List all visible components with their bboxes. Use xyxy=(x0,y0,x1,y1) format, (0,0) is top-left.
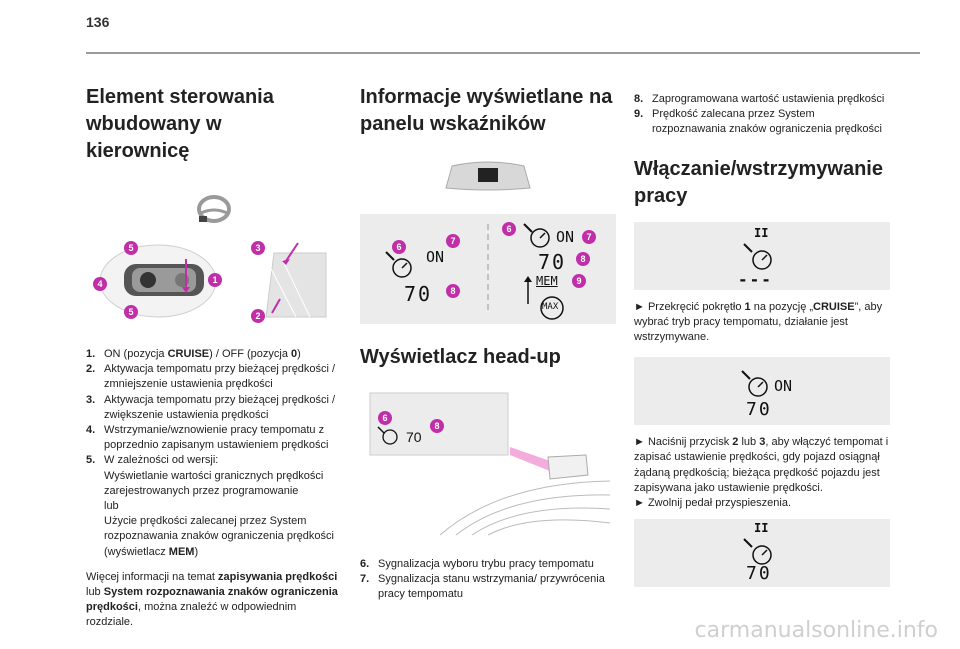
panel-speed-value: 70 xyxy=(404,282,433,306)
callout-7-left: 7 xyxy=(446,234,460,248)
pause-symbol: II xyxy=(754,225,769,240)
list-item: 9.Prędkość zalecana przez System rozpozn… xyxy=(634,108,882,136)
callout-1: 1 xyxy=(208,273,222,287)
hud-speed-value: 70 xyxy=(406,429,422,445)
column-instrument-panel: Informacje wyświetlane na panelu wskaźni… xyxy=(360,84,616,603)
panel-on-label: ON xyxy=(426,248,445,266)
list-item: 1.ON (pozycja CRUISE) / OFF (pozycja 0) xyxy=(86,348,301,360)
section-heading-head-up: Wyświetlacz head-up xyxy=(360,346,561,368)
step-turn-dial: ► Przekręcić pokrętło 1 na pozycję „CRUI… xyxy=(634,300,883,344)
head-up-display-figure: 70 6 8 xyxy=(360,385,616,545)
standby-display-figure: II --- xyxy=(634,221,890,290)
callout-8-left: 8 xyxy=(446,284,460,298)
paused-display-figure: II 70 xyxy=(634,519,890,588)
panel-max-label: MAX xyxy=(542,302,559,312)
instrument-cluster-icon xyxy=(360,156,616,196)
step-press-button: ► Naciśnij przycisk 2 lub 3, aby włączyć… xyxy=(634,436,889,494)
hud-callout-6: 6 xyxy=(378,411,392,425)
step-release-pedal: ► Zwolnij pedał przyspieszenia. xyxy=(634,497,792,510)
active-display-figure: ON 70 xyxy=(634,357,890,426)
callout-6-right: 6 xyxy=(502,222,516,236)
callout-2: 2 xyxy=(251,309,265,323)
callout-3: 3 xyxy=(251,241,265,255)
callout-4: 4 xyxy=(93,277,107,291)
display-items-list-continued: 8.Zaprogramowana wartość ustawienia pręd… xyxy=(634,92,890,138)
callout-7-right: 7 xyxy=(582,230,596,244)
panel-display-figure: ON 70 ON 70 MEM MAX 6 7 8 6 7 8 9 xyxy=(360,214,616,324)
control-items-list: 1.ON (pozycja CRUISE) / OFF (pozycja 0) … xyxy=(86,347,342,560)
active-on-label: ON xyxy=(774,377,793,396)
cruise-stalk-figure: 5 4 5 1 3 2 xyxy=(86,239,342,327)
display-items-list: 6.Sygnalizacja wyboru trybu pracy tempom… xyxy=(360,557,616,603)
list-item: 3.Aktywacja tempomatu przy bieżącej pręd… xyxy=(86,393,336,421)
callout-5-top: 5 xyxy=(124,241,138,255)
list-item: 6.Sygnalizacja wyboru trybu pracy tempom… xyxy=(360,558,594,570)
section-heading-steering-control: Element sterowania wbudowany w kierownic… xyxy=(86,86,274,162)
list-item: 2.Aktywacja tempomatu przy bieżącej pręd… xyxy=(86,363,336,391)
more-info-paragraph: Więcej informacji na temat zapisywania p… xyxy=(86,570,338,629)
callout-9: 9 xyxy=(572,274,586,288)
panel-on-label-right: ON xyxy=(556,228,575,246)
list-item: 8.Zaprogramowana wartość ustawienia pręd… xyxy=(634,93,885,105)
list-item: 7.Sygnalizacja stanu wstrzymania/ przywr… xyxy=(360,573,605,601)
panel-mem-label: MEM xyxy=(536,274,558,288)
callout-6-left: 6 xyxy=(392,240,406,254)
paused-pause-symbol: II xyxy=(754,521,769,536)
callout-8-right: 8 xyxy=(576,252,590,266)
list-item: 4.Wstrzymanie/wznowienie pracy tempomatu… xyxy=(86,424,329,452)
active-speed-value: 70 xyxy=(746,399,772,421)
hud-callout-8: 8 xyxy=(430,419,444,433)
section-heading-instrument-panel: Informacje wyświetlane na panelu wskaźni… xyxy=(360,86,613,135)
header-rule xyxy=(86,52,920,54)
paused-speed-value: 70 xyxy=(746,563,772,585)
callout-5-bottom: 5 xyxy=(124,305,138,319)
watermark: carmanualsonline.info xyxy=(694,618,938,643)
page-number: 136 xyxy=(86,14,110,30)
column-activation: 8.Zaprogramowana wartość ustawienia pręd… xyxy=(634,92,890,588)
list-item: 5.W zależności od wersji:Wyświetlanie wa… xyxy=(86,454,334,558)
steering-wheel-icon xyxy=(86,187,342,233)
section-heading-activation: Włączanie/wstrzymywanie pracy xyxy=(634,157,883,207)
dashes-display: --- xyxy=(738,269,773,289)
panel-speed-value-right: 70 xyxy=(538,250,567,274)
column-steering-control: Element sterowania wbudowany w kierownic… xyxy=(86,84,342,631)
